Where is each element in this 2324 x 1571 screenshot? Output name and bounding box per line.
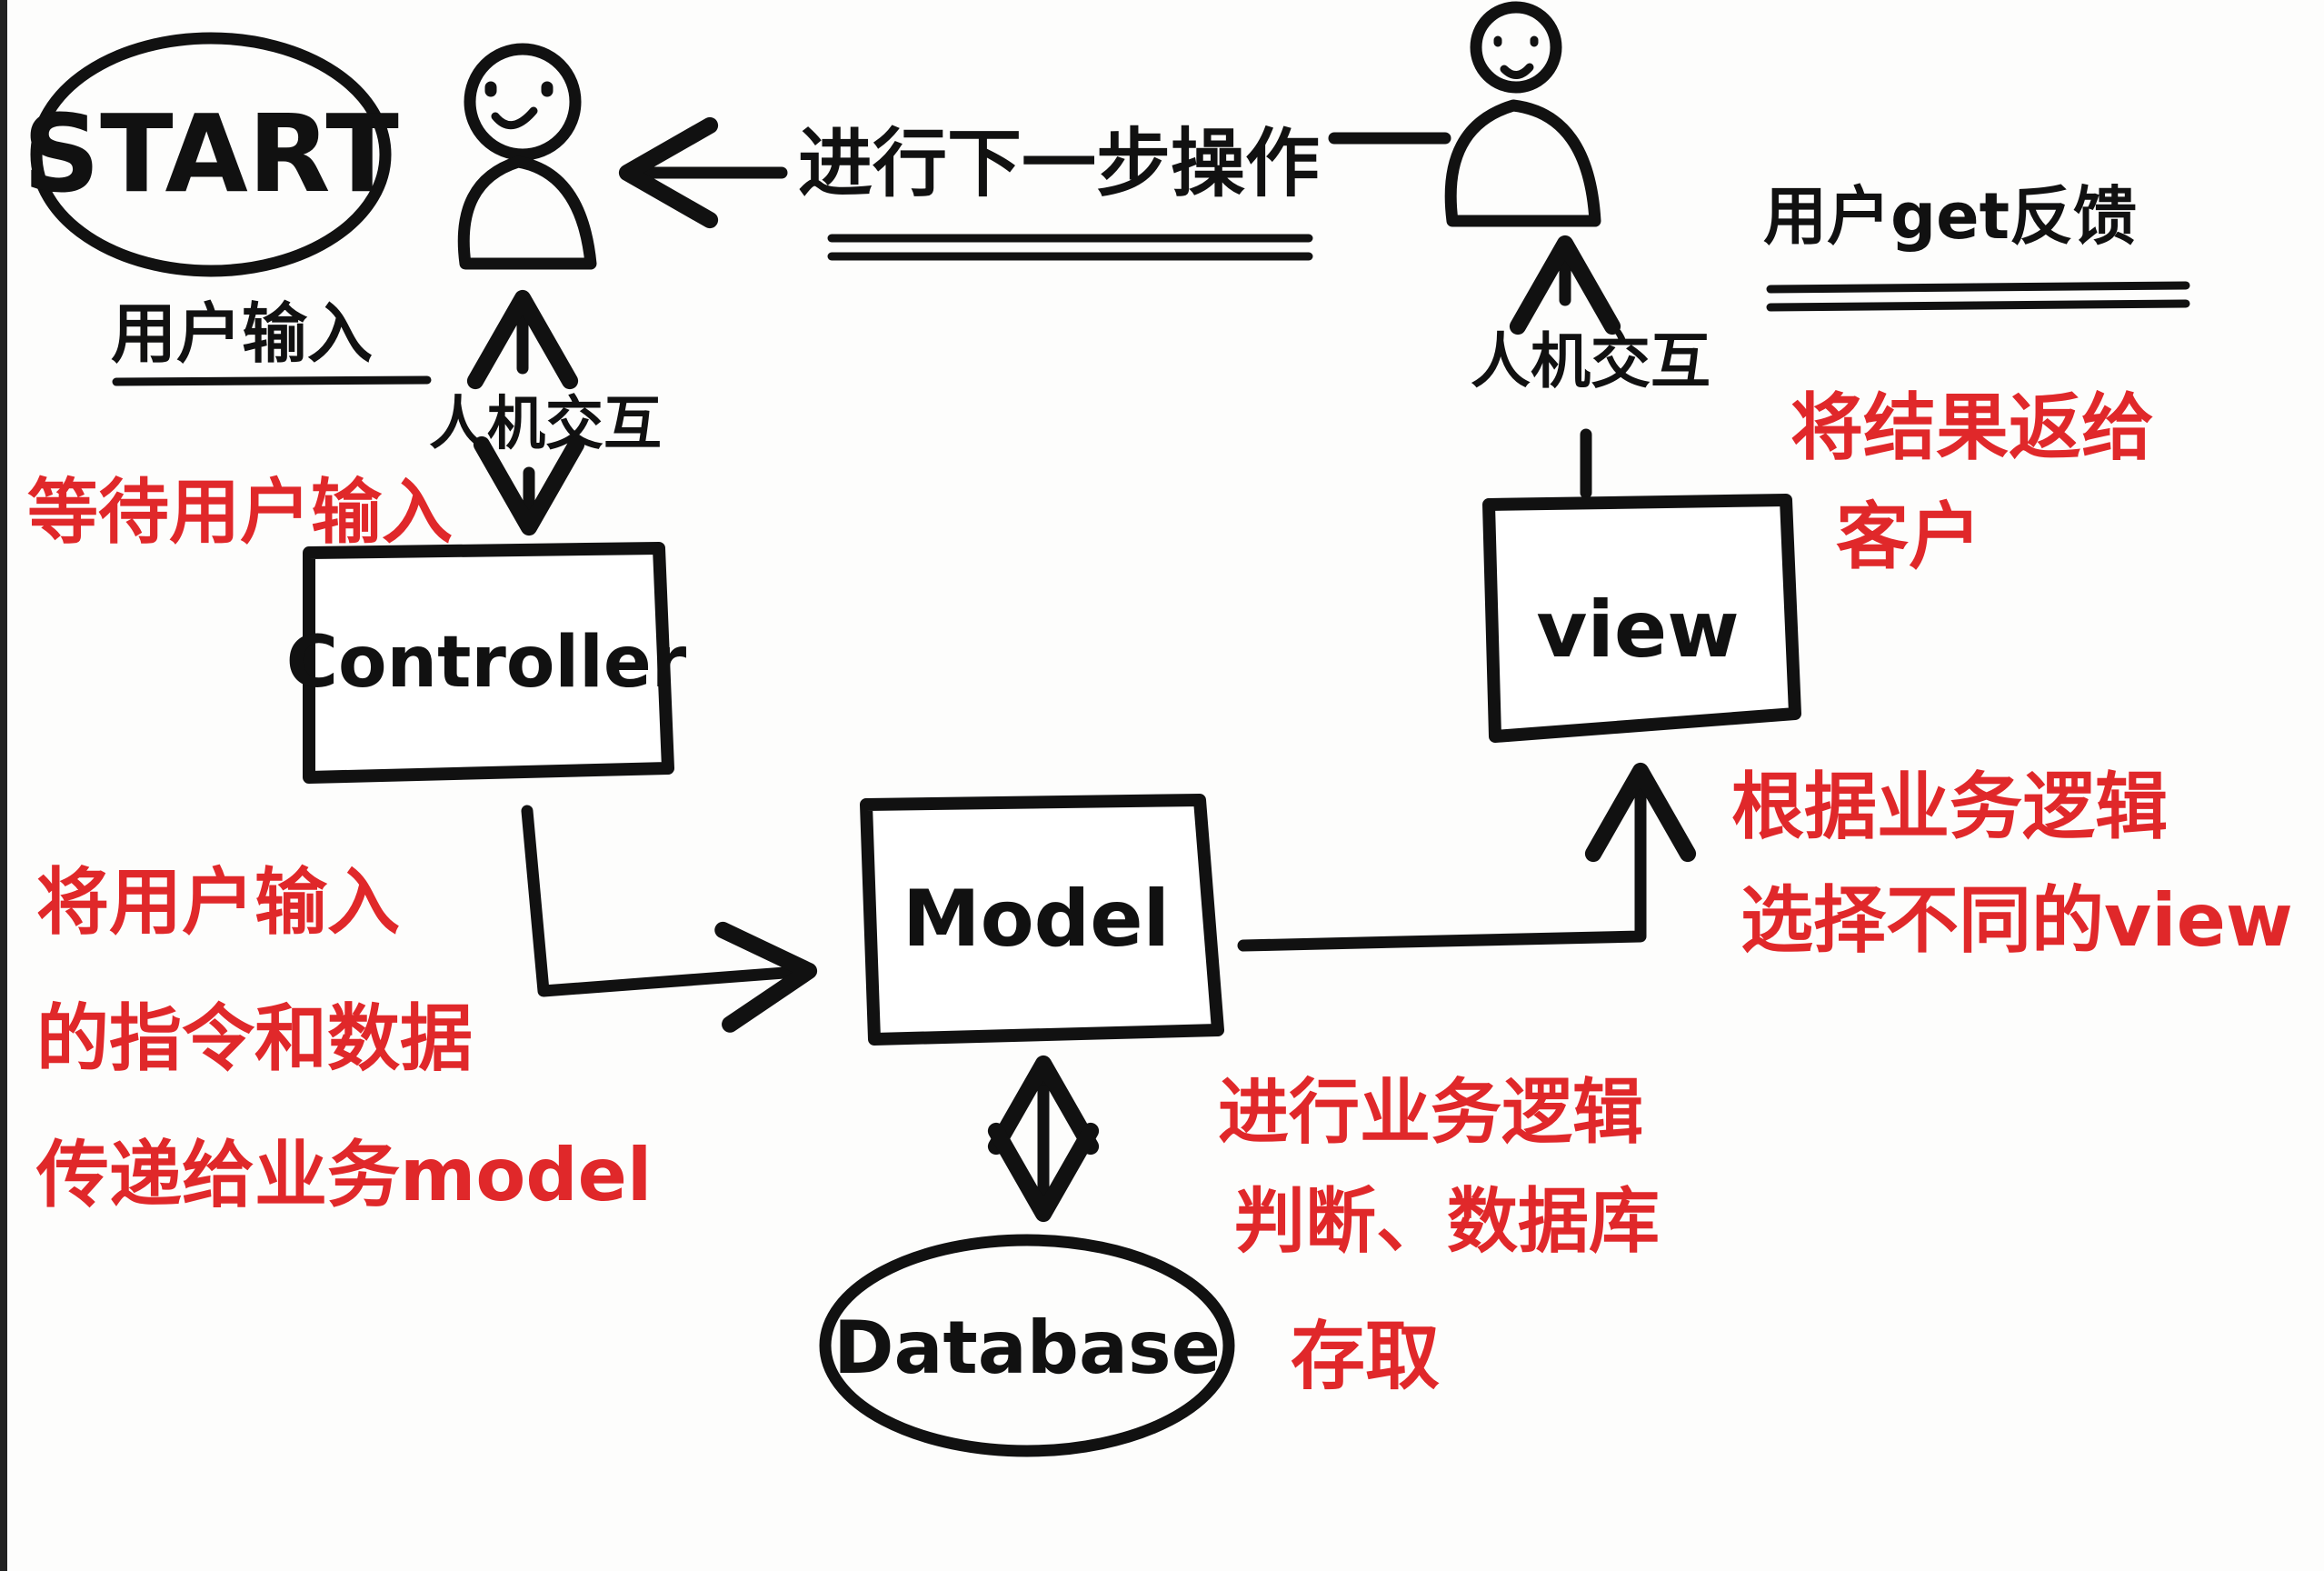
user-left-figure [457,43,597,270]
select-view-note: 根据业务逻辑 选择不同的view [1731,765,2293,963]
right-interaction-label: 人机交互 [1471,326,1711,396]
paper-edge [0,0,7,1571]
select-view-line-1: 根据业务逻辑 [1731,765,2168,849]
left-interaction-label: 人机交互 [429,391,662,458]
controller-note-line-2: 的指令和数据 [36,996,473,1081]
model-note-line-1: 进行业务逻辑 [1218,1072,1643,1154]
controller-node: Controller [286,542,687,784]
model-to-view-arrow [1237,762,1697,952]
right-interaction: 人机交互 [1471,235,1711,499]
start-label: START [23,91,399,216]
database-node: Database [819,1234,1235,1457]
model-note-line-2: 判断、数据库 [1234,1181,1660,1263]
view-node: view [1482,494,1801,743]
user-right-caption: 用户get反馈 [1763,179,2190,312]
left-interaction: 人机交互 [429,289,662,536]
return-result-line-2: 客户 [1836,495,1981,579]
select-view-line-2: 选择不同的view [1741,878,2293,963]
return-result-line-1: 将结果返给 [1790,385,2154,470]
return-result-note: 将结果返给 客户 [1790,385,2154,579]
model-label: Model [903,874,1170,965]
controller-label: Controller [286,622,687,704]
start-node: START [23,32,399,277]
view-label: view [1536,585,1739,675]
model-logic-note: 进行业务逻辑 判断、数据库 存取 [1218,1072,1660,1400]
user-left-caption: 用户输入 [111,295,432,386]
model-note-line-3: 存取 [1291,1314,1440,1400]
controller-note-line-3: 传递给业务model [35,1133,652,1217]
user-get-feedback-caption: 用户get反馈 [1763,179,2137,254]
next-step-arrow: 进行下一步操作 [618,116,1451,261]
controller-to-model-arrow [521,805,818,1033]
wait-input-note: 等待用户输入 [27,472,453,554]
database-label: Database [833,1306,1221,1390]
user-input-caption: 用户输入 [111,295,373,372]
user-right-figure [1444,1,1601,227]
next-step-label: 进行下一步操作 [798,121,1320,207]
controller-to-model-note: 将用户输入 的指令和数据 传递给业务model [35,860,652,1217]
controller-note-line-1: 将用户输入 [36,860,400,945]
model-node: Model [860,794,1224,1046]
